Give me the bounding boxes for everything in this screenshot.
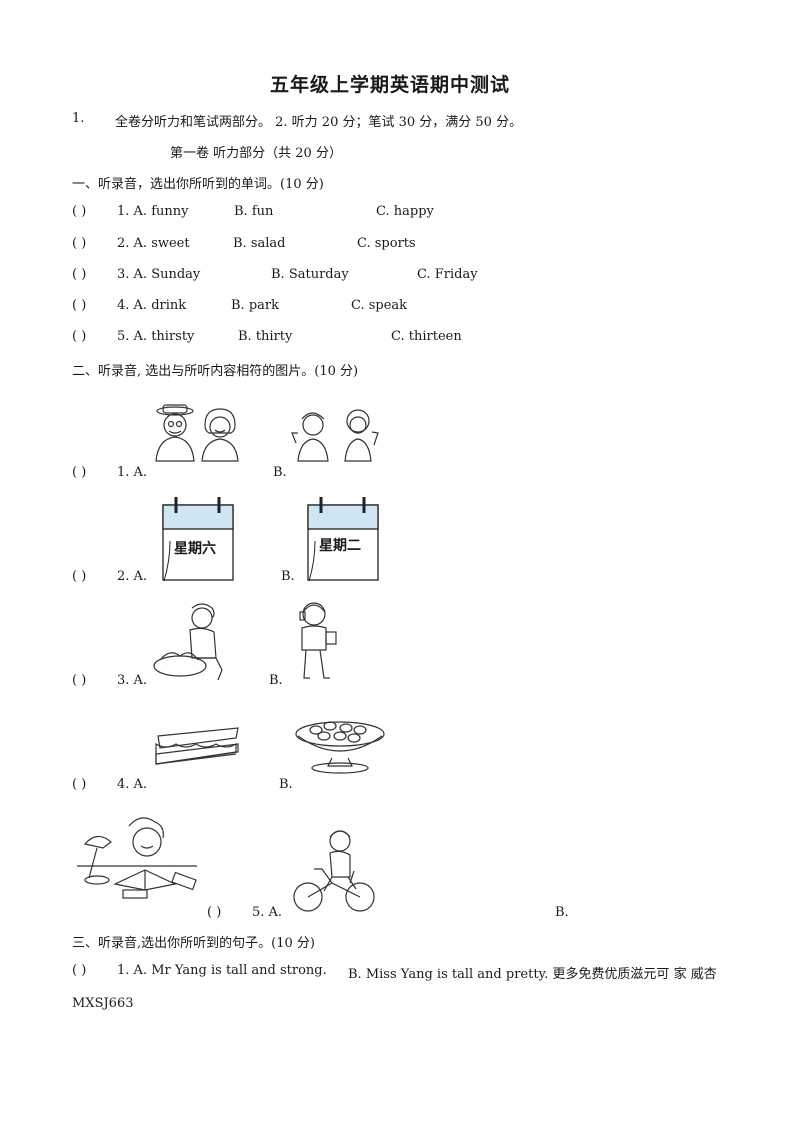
- answer-blank[interactable]: ( ): [207, 905, 222, 920]
- picture-people-waving: [291, 409, 379, 462]
- question-option-b: B.: [273, 465, 287, 480]
- picture-boy-reading: [77, 817, 197, 899]
- question-option-a: 3. A.: [117, 673, 148, 688]
- answer-blank[interactable]: ( ): [72, 963, 87, 978]
- question-option-b: B. salad: [233, 236, 286, 251]
- question-option-b: B.: [555, 905, 569, 920]
- picture-grandparents: [155, 404, 239, 462]
- question-option-b: B. Miss Yang is tall and pretty. 更多免费优质滋…: [348, 967, 717, 982]
- part1-heading: 第一卷 听力部分（共 20 分）: [170, 146, 342, 161]
- picture-candy-bowl: [295, 721, 385, 774]
- answer-blank[interactable]: ( ): [72, 777, 87, 792]
- question-option-b: B. park: [231, 298, 279, 313]
- calendar-b: 星期二: [307, 495, 379, 582]
- question-option-b: B. Saturday: [271, 267, 349, 282]
- question-option-a: 5. A.: [252, 905, 283, 920]
- calendar-b-label: 星期二: [319, 538, 361, 554]
- question-option-b: B.: [279, 777, 293, 792]
- picture-sandwich: [155, 727, 239, 765]
- calendar-a: 星期六: [162, 495, 234, 582]
- question-option-a: 5. A. thirsty: [117, 329, 195, 344]
- section2-heading: 二、听录音, 选出与所听内容相符的图片。(10 分): [72, 364, 359, 379]
- notes-text: 全卷分听力和笔试两部分。 2. 听力 20 分；笔试 30 分，满分 50 分。: [115, 115, 523, 130]
- question-option-c: C. Friday: [417, 267, 478, 282]
- question-option-a: 1. A.: [117, 465, 148, 480]
- question-option-a: 4. A. drink: [117, 298, 187, 313]
- answer-blank[interactable]: ( ): [72, 673, 87, 688]
- section3-heading: 三、听录音,选出你所听到的句子。(10 分): [72, 936, 315, 951]
- question-option-a: 4. A.: [117, 777, 148, 792]
- question-option-a: 3. A. Sunday: [117, 267, 201, 282]
- question-option-b: B.: [269, 673, 283, 688]
- notes-number: 1.: [72, 111, 85, 126]
- answer-blank[interactable]: ( ): [72, 329, 87, 344]
- question-option-c: C. happy: [376, 204, 434, 219]
- question-option-a: 1. A. Mr Yang is tall and strong.: [117, 963, 327, 978]
- picture-boy-riding-bike: [293, 830, 375, 912]
- answer-blank[interactable]: ( ): [72, 465, 87, 480]
- answer-blank[interactable]: ( ): [72, 298, 87, 313]
- answer-blank[interactable]: ( ): [72, 267, 87, 282]
- answer-blank[interactable]: ( ): [72, 569, 87, 584]
- question-option-b: B. thirty: [238, 329, 293, 344]
- picture-boy-washing-clothes: [153, 603, 223, 681]
- calendar-a-label: 星期六: [174, 541, 216, 557]
- picture-boy-with-headphones: [299, 602, 337, 679]
- section1-heading: 一、听录音，选出你所听到的单词。(10 分): [72, 177, 324, 192]
- answer-blank[interactable]: ( ): [72, 236, 87, 251]
- question-option-c: C. speak: [351, 298, 408, 313]
- footer-code: MXSJ663: [72, 996, 134, 1011]
- question-option-c: C. thirteen: [391, 329, 462, 344]
- question-option-c: C. sports: [357, 236, 416, 251]
- answer-blank[interactable]: ( ): [72, 204, 87, 219]
- question-option-b: B.: [281, 569, 295, 584]
- question-option-a: 2. A. sweet: [117, 236, 190, 251]
- question-option-a: 2. A.: [117, 569, 148, 584]
- page-title: 五年级上学期英语期中测试: [270, 74, 511, 96]
- question-option-a: 1. A. funny: [117, 204, 189, 219]
- question-option-b: B. fun: [234, 204, 274, 219]
